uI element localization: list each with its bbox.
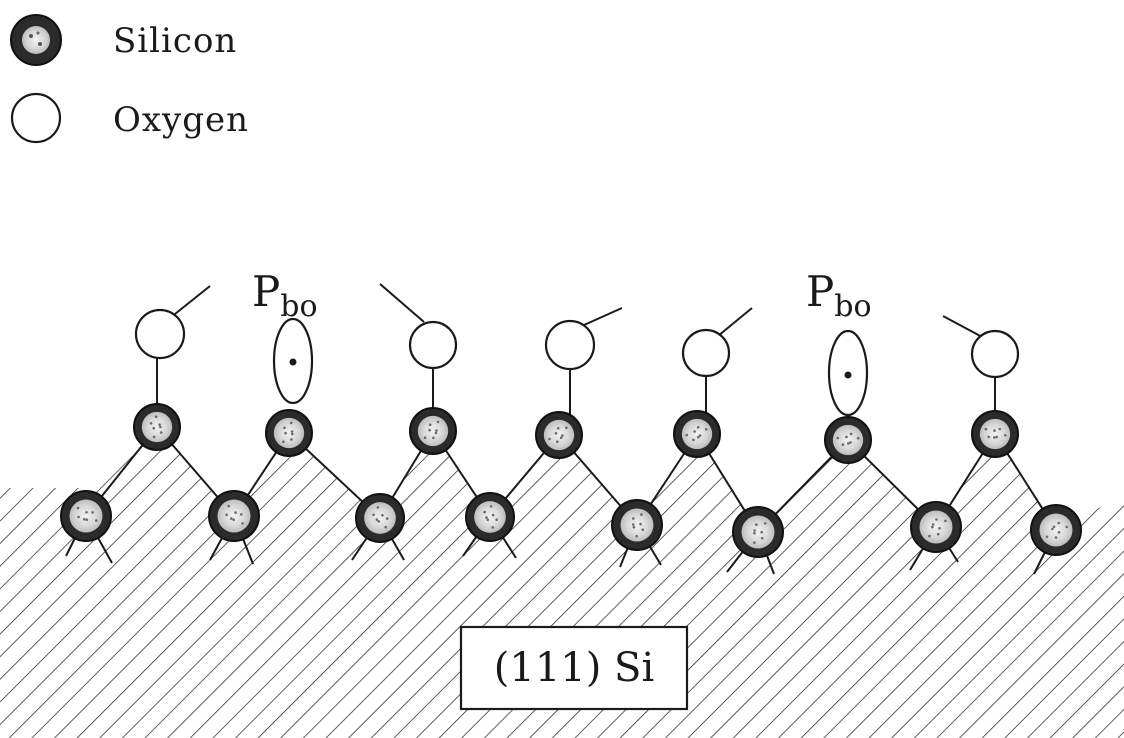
unpaired-electron bbox=[289, 358, 297, 366]
substrate-label-box: (111) Si bbox=[459, 625, 689, 711]
substrate-label: (111) Si bbox=[494, 645, 654, 691]
silicon-atoms bbox=[60, 403, 1082, 558]
silicon-atom bbox=[1030, 504, 1082, 556]
silicon-atom bbox=[133, 403, 181, 451]
silicon-atom bbox=[611, 499, 663, 551]
silicon-atom bbox=[409, 407, 457, 455]
legend-oxygen-icon bbox=[10, 92, 62, 144]
legend: Silicon Oxygen bbox=[10, 14, 249, 144]
legend-silicon-label: Silicon bbox=[113, 21, 237, 61]
silicon-atom bbox=[732, 506, 784, 558]
defect-label-left: Pbo bbox=[252, 267, 318, 324]
silicon-atom bbox=[535, 411, 583, 459]
silicon-atom bbox=[465, 492, 515, 542]
silicon-atom bbox=[673, 410, 721, 458]
oxygen-atom bbox=[544, 319, 596, 371]
silicon-atom bbox=[60, 490, 112, 542]
silicon-atom bbox=[910, 501, 962, 553]
silicon-atom bbox=[355, 493, 405, 543]
silicon-atom bbox=[265, 409, 313, 457]
legend-oxygen-label: Oxygen bbox=[113, 100, 249, 140]
silicon-substrate bbox=[0, 427, 1124, 738]
legend-silicon-icon bbox=[10, 14, 62, 66]
defect-label-right: Pbo bbox=[806, 267, 872, 324]
oxygen-atoms bbox=[134, 308, 1020, 379]
oxygen-atom bbox=[970, 329, 1020, 379]
dangling-bond-orbitals bbox=[272, 317, 869, 417]
silicon-atom bbox=[824, 416, 872, 464]
oxygen-atom bbox=[681, 328, 731, 378]
silicon-atom bbox=[971, 410, 1019, 458]
unpaired-electron bbox=[844, 371, 852, 379]
oxygen-atom bbox=[134, 308, 186, 360]
oxygen-atom bbox=[408, 320, 458, 370]
silicon-atom bbox=[208, 490, 260, 542]
